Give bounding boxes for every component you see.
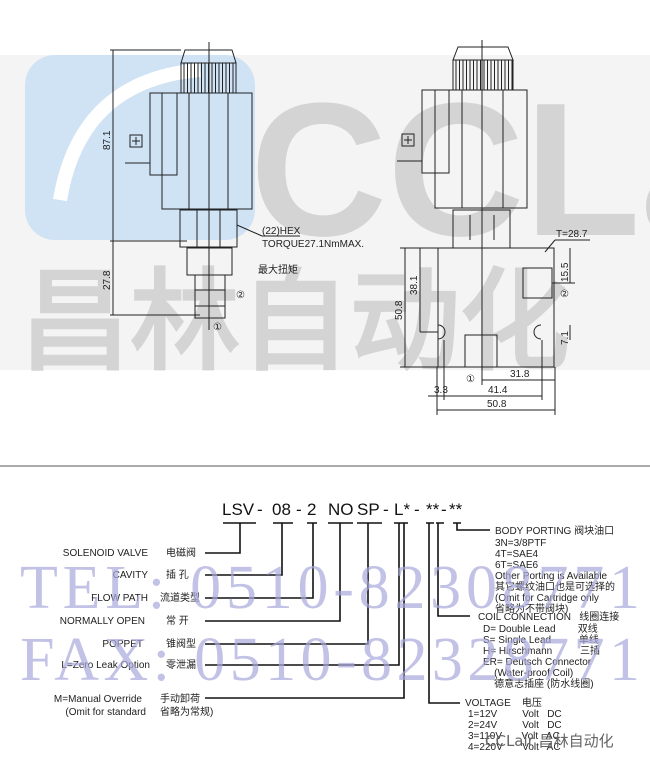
label-poppet-cn: 锥阀型 xyxy=(166,637,196,650)
dim-50-8-vertical: 50.8 xyxy=(394,300,405,320)
knurl-lines xyxy=(455,60,513,90)
legend-line: S= Single Lead 单线 xyxy=(483,633,599,646)
dim-thickness: T=28.7 xyxy=(556,229,588,240)
label-cavity-cn: 插 孔 xyxy=(166,568,189,581)
valve-block xyxy=(437,247,555,368)
legend-line: 其它螺纹油口也是可选择的 xyxy=(495,580,615,593)
code-lsv: LSV xyxy=(222,500,255,519)
legend-line: 4T=SAE4 xyxy=(495,549,539,560)
label-normally-open: NORMALLY OPEN xyxy=(60,616,145,627)
label-flow-path-cn: 流道类型 xyxy=(160,591,200,604)
logo-swoosh xyxy=(53,63,201,202)
legend-line: 6T=SAE6 xyxy=(495,560,539,571)
torque-label: TORQUE27.1NmMAX. xyxy=(262,239,364,250)
label-normally-open-cn: 常 开 xyxy=(166,614,189,627)
legend-line: (Omit for Cartridge only xyxy=(495,593,599,604)
port-2-marker: ② xyxy=(560,289,569,300)
port-1 xyxy=(464,334,498,368)
code-dash: - xyxy=(383,500,389,519)
code-voltage-coil: ** xyxy=(426,500,440,519)
side-view-drawing: 87.1 27.8 (22)HEX TORQUE27.1NmMAX. 最大扭矩 … xyxy=(102,42,364,333)
coil-connector xyxy=(421,89,450,174)
label-zero-leak: L=Zero Leak Option xyxy=(61,660,150,671)
legend-line: 1=12V Volt DC xyxy=(468,709,562,720)
coil-connection-legend: COIL CONNECTION 线圈连接 D= Double Lead 双线 S… xyxy=(478,610,619,690)
code-dash: - xyxy=(296,500,302,519)
knurl-lines xyxy=(183,63,234,93)
voltage-legend: VOLTAGE 电压 1=12V Volt DC 2=24V Volt DC 3… xyxy=(465,696,562,753)
left-labels: SOLENOID VALVE 电磁阀 CAVITY 插 孔 FLOW PATH … xyxy=(54,546,213,718)
dim-7-1: 7.1 xyxy=(560,331,571,345)
code-porting: ** xyxy=(449,500,463,519)
dim-15-5: 15.5 xyxy=(560,262,571,282)
brand-logo-watermark: CCLair 昌林自动化 xyxy=(0,55,650,384)
front-view-drawing: 50.8 38.1 T=28.7 15.5 7.1 31.8 3.3 41.4 … xyxy=(394,40,590,415)
label-zero-leak-cn: 零泄漏 xyxy=(166,658,196,671)
dim-50-8: 50.8 xyxy=(487,399,507,410)
cartridge-lower xyxy=(194,274,226,319)
torque-cn-label: 最大扭矩 xyxy=(258,263,298,276)
code-cavity: 08 xyxy=(272,500,291,519)
legend-line: Other Porting is Available xyxy=(495,571,608,582)
dim-3-3: 3.3 xyxy=(434,385,448,396)
footer-brand: CCLair 昌林自动化 xyxy=(485,732,614,750)
label-poppet: POPPET xyxy=(102,639,143,650)
legend-line: D= Double Lead 双线 xyxy=(483,622,598,635)
coil-connector xyxy=(149,92,178,176)
legend-line: 3N=3/8PTF xyxy=(495,538,546,549)
terminal-plus xyxy=(129,134,143,148)
dim-27-8: 27.8 xyxy=(102,270,113,290)
body-porting-legend: BODY PORTING 阀块油口 3N=3/8PTF 4T=SAE4 6T=S… xyxy=(495,524,615,615)
label-manual-override: M=Manual Override xyxy=(54,694,143,705)
dim-38-1: 38.1 xyxy=(409,275,420,295)
code-sp: SP xyxy=(357,500,380,519)
legend-line: 3=110V Volt AC xyxy=(468,731,560,742)
port-2-marker: ② xyxy=(236,290,245,301)
legend-line: H= Hirschmann 三插 xyxy=(483,644,600,657)
code-dash: - xyxy=(441,500,447,519)
logo-chinese-text: 昌林自动化 xyxy=(20,261,570,384)
coil-body xyxy=(161,92,253,210)
model-code: LSV - 08 - 2 NO SP - L* - ** - ** xyxy=(222,500,463,519)
port-1-marker: ① xyxy=(213,322,222,333)
legend-line: ER= Deutsch Connector xyxy=(483,657,592,668)
label-solenoid-valve-cn: 电磁阀 xyxy=(166,546,196,559)
label-omit-standard-cn: 省略为常规) xyxy=(160,705,213,718)
label-flow-path: FLOW PATH xyxy=(91,593,148,604)
code-dash: - xyxy=(414,500,420,519)
watermark-fax: FAX: 0510-82328771 xyxy=(20,626,640,694)
label-omit-standard: (Omit for standard xyxy=(65,707,146,718)
legend-line: 德意志插座 (防水线圈) xyxy=(483,677,594,690)
watermark-tel: TEL: 0510-82308771 xyxy=(20,554,640,622)
coil-connection-title: COIL CONNECTION 线圈连接 xyxy=(478,610,619,623)
label-manual-override-cn: 手动卸荷 xyxy=(160,692,200,705)
logo-brand-text: CCLair xyxy=(250,64,650,276)
voltage-title: VOLTAGE 电压 xyxy=(465,696,542,709)
label-solenoid-valve: SOLENOID VALVE xyxy=(63,548,149,559)
legend-line: 2=24V Volt DC xyxy=(468,720,562,731)
dim-31-8: 31.8 xyxy=(510,369,530,380)
mount-holes xyxy=(437,324,542,340)
legend-line: (Water-proof Coil) xyxy=(483,668,573,679)
code-no: NO xyxy=(328,500,354,519)
code-flowpath: 2 xyxy=(307,500,316,519)
leader-lines xyxy=(205,522,490,704)
label-cavity: CAVITY xyxy=(113,570,149,581)
legend-line: 省略为不带阀块) xyxy=(495,602,568,615)
hex-nut xyxy=(179,209,238,248)
body-porting-title: BODY PORTING 阀块油口 xyxy=(495,524,614,537)
code-dash: - xyxy=(257,500,263,519)
hex-label: (22)HEX xyxy=(262,226,301,237)
coil-body xyxy=(434,89,528,209)
port-1-marker: ① xyxy=(466,374,475,385)
dim-87-1: 87.1 xyxy=(102,130,113,150)
terminal-plus xyxy=(401,133,415,147)
dim-41-4: 41.4 xyxy=(488,385,508,396)
code-leak: L* xyxy=(394,500,410,519)
legend-line: 4=220V Volt AC xyxy=(468,742,561,753)
